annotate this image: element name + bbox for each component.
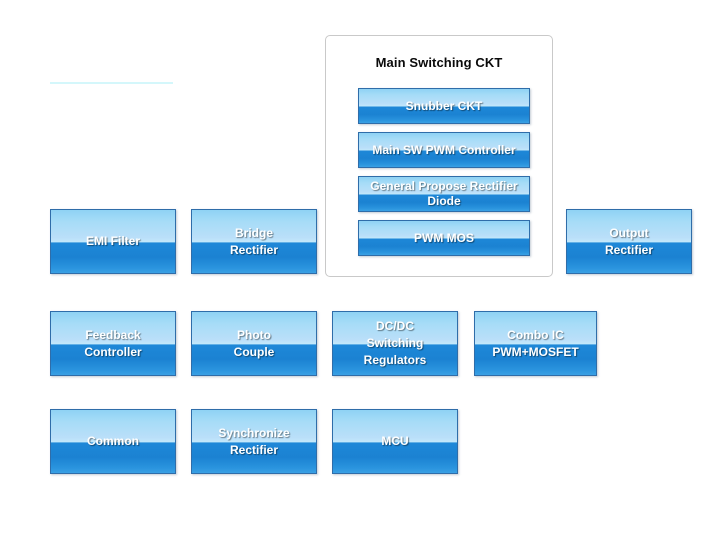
block-label: Bridge Rectifier — [229, 225, 279, 257]
block-main-sw-pwm-controller[interactable]: Main SW PWM Controller — [358, 132, 530, 168]
block-label: Photo Couple — [233, 327, 275, 359]
block-label: Combo IC PWM+MOSFET — [492, 327, 579, 359]
block-photo-couple[interactable]: Photo Couple — [191, 311, 317, 376]
block-label: Synchronize Rectifier — [218, 425, 290, 457]
block-label: MCU — [381, 434, 409, 448]
block-common[interactable]: Common — [50, 409, 176, 474]
block-feedback-controller[interactable]: Feedback Controller — [50, 311, 176, 376]
block-label: Common — [87, 434, 139, 448]
main-switching-ckt-panel: Main Switching CKT Snubber CKT Main SW PW… — [325, 35, 553, 277]
block-synchronize-rectifier[interactable]: Synchronize Rectifier — [191, 409, 317, 474]
block-output-rectifier[interactable]: Output Rectifier — [566, 209, 692, 274]
faint-cyan-rule — [50, 82, 173, 84]
block-label: PWM MOS — [414, 230, 474, 245]
block-label: EMI Filter — [85, 234, 140, 248]
block-label: Main SW PWM Controller — [372, 142, 516, 157]
main-switching-ckt-title: Main Switching CKT — [375, 55, 503, 70]
block-dcdc-switching-regulators[interactable]: DC/DC Switching Regulators — [332, 311, 458, 376]
block-label: DC/DC Switching Regulators — [363, 319, 427, 367]
block-label: Feedback Controller — [84, 327, 142, 359]
block-label: General Propose Rectifier Diode — [370, 179, 518, 208]
block-emi-filter[interactable]: EMI Filter — [50, 209, 176, 274]
block-combo-ic-pwm-mosfet[interactable]: Combo IC PWM+MOSFET — [474, 311, 597, 376]
block-bridge-rectifier[interactable]: Bridge Rectifier — [191, 209, 317, 274]
block-pwm-mos[interactable]: PWM MOS — [358, 220, 530, 256]
block-general-propose-rectifier-diode[interactable]: General Propose Rectifier Diode — [358, 176, 530, 212]
block-label: Snubber CKT — [405, 98, 483, 113]
block-label: Output Rectifier — [604, 225, 654, 257]
block-mcu[interactable]: MCU — [332, 409, 458, 474]
block-snubber-ckt[interactable]: Snubber CKT — [358, 88, 530, 124]
